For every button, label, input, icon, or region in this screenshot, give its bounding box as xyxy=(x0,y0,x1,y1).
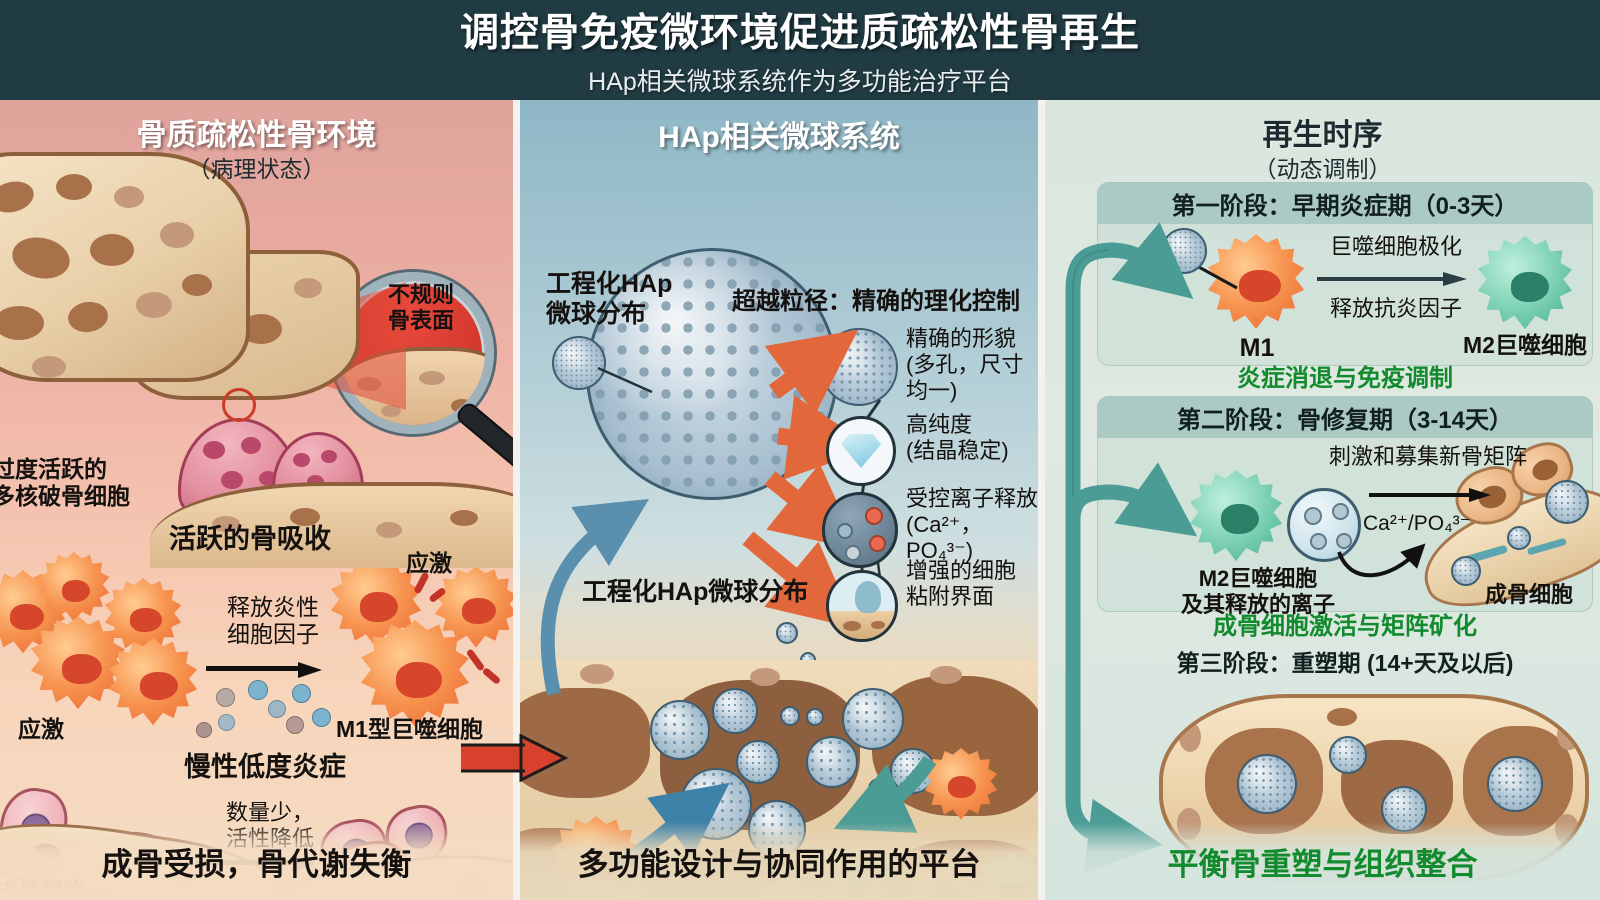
cytokine-label-line2: 细胞因子 xyxy=(227,621,319,648)
feature-ion-line2: (Ca²⁺，PO₄³⁻) xyxy=(906,511,983,563)
center-panel-title: HAp相关微球系统 xyxy=(658,121,900,154)
left-panel-footer: 成骨受损，骨代谢失衡 xyxy=(0,822,513,900)
page-title: 调控骨免疫微环境促进质疏松性骨再生 xyxy=(459,12,1140,55)
diamond-icon xyxy=(826,416,896,486)
cytokine-particle xyxy=(268,700,286,718)
matrix-recruitment-label: 刺激和募集新骨矩阵 xyxy=(1328,444,1527,469)
scaffold-microsphere xyxy=(712,688,758,734)
distribution-label-line1: 工程化HAp xyxy=(546,270,673,298)
ion-formula-label: Ca²⁺/PO₄³⁻ xyxy=(1363,512,1471,535)
scaffold-microsphere xyxy=(806,708,824,726)
feature-label-morphology: 精确的形貌 (多孔，尺寸均一) xyxy=(906,326,1038,404)
left-panel-subtitle: （病理状态） xyxy=(187,156,326,182)
left-panel-title: 骨质疏松性骨环境 xyxy=(136,119,377,152)
m2-label-stage1: M2巨噬细胞 xyxy=(1463,332,1587,358)
feature-adhesion-line2: 粘附界面 xyxy=(906,583,995,609)
cytokine-arrow xyxy=(206,662,326,678)
ion-release-icon xyxy=(822,492,898,568)
stage2-microsphere xyxy=(1545,480,1589,524)
stage-3-header: 第三阶段：重塑期 (14+天及以后) xyxy=(1176,650,1514,676)
right-panel-subtitle: （动态调制） xyxy=(1253,156,1392,182)
anti-inflammatory-label: 释放抗炎因子 xyxy=(1329,296,1462,321)
stage2-microsphere xyxy=(1507,526,1531,550)
m2-ion-label-line2: 及其释放的离子 xyxy=(1180,591,1335,617)
polarization-label: 巨噬细胞极化 xyxy=(1329,234,1462,259)
m1-label-stage1: M1 xyxy=(1239,334,1275,362)
scaffold-microsphere xyxy=(806,736,858,788)
cytokine-release-label: 释放炎性 细胞因子 xyxy=(198,594,348,648)
panel-divider-2 xyxy=(1038,100,1045,900)
feature-label-ion-release: 受控离子释放 (Ca²⁺，PO₄³⁻) xyxy=(906,486,1038,564)
magnifier-label: 不规则 骨表面 xyxy=(358,282,484,334)
stage-1-outcome: 炎症消退与免疫调制 xyxy=(1237,365,1453,392)
scaffold-microsphere xyxy=(842,688,904,750)
center-panel-footer: 多功能设计与协同作用的平台 xyxy=(520,822,1038,900)
panel-hap-microsphere-system: 工程化HAp 微球分布 超越粒径：精确的理化控制 精确的形貌 (多孔，尺寸均一)… xyxy=(520,100,1038,900)
cytokine-particle xyxy=(218,714,235,731)
feature-morphology-line2: (多孔，尺寸均一) xyxy=(906,351,1024,403)
cytokine-particle xyxy=(216,688,235,707)
cytokine-particle xyxy=(248,680,268,700)
m1-macrophage-label: M1型巨噬细胞 xyxy=(336,716,483,742)
stage-1-header: 第一阶段：早期炎症期（0-3天） xyxy=(1097,182,1593,224)
resorption-label: 活跃的骨吸收 xyxy=(169,524,331,554)
stress-label-left: 应激 xyxy=(18,716,64,742)
stage2-microsphere xyxy=(1451,556,1481,586)
features-heading: 超越粒径：精确的理化控制 xyxy=(732,288,1020,315)
ion-vesicle-icon xyxy=(1287,488,1361,562)
porous-sphere-icon xyxy=(820,328,898,406)
hap-microsphere-small xyxy=(552,336,606,390)
stage-2-header: 第二阶段：骨修复期（3-14天） xyxy=(1097,396,1593,438)
stage-2-outcome: 成骨细胞激活与矩阵矿化 xyxy=(1213,613,1477,640)
osteoclast-label: 过度活跃的 多核破骨细胞 xyxy=(0,456,172,510)
cytokine-particle xyxy=(286,716,304,734)
osteoclast-label-line1: 过度活跃的 xyxy=(0,456,107,482)
right-panel-title: 再生时序 xyxy=(1262,119,1383,152)
panel-osteoporotic-environment: 不规则 骨表面 过度活跃的 多核破骨细胞 活跃的骨吸收 xyxy=(0,100,513,900)
distribution-label: 工程化HAp 微球分布 xyxy=(546,270,672,329)
trabecular-bone-block xyxy=(0,152,250,382)
chronic-inflammation-label: 慢性低度炎症 xyxy=(184,752,346,782)
stress-label-right: 应激 xyxy=(406,550,452,576)
cytokine-particle xyxy=(312,708,331,727)
page-subtitle: HAp相关微球系统作为多功能治疗平台 xyxy=(588,68,1012,96)
matrix-arrow xyxy=(1369,488,1499,502)
header-banner: 调控骨免疫微环境促进质疏松性骨再生 HAp相关微球系统作为多功能治疗平台 xyxy=(0,0,1600,100)
falling-microsphere xyxy=(776,622,798,644)
magnifier-label-line1: 不规则 xyxy=(387,282,454,307)
distribution-label-line2: 微球分布 xyxy=(546,299,647,328)
feature-adhesion-line1: 增强的细胞 xyxy=(906,558,1017,583)
feature-purity-line1: 高纯度 xyxy=(906,412,973,437)
scaffold-microsphere xyxy=(780,706,800,726)
eroded-bone-surface xyxy=(150,482,513,568)
osteoclast-label-line2: 多核破骨细胞 xyxy=(0,483,130,510)
hap-microsphere-stage1 xyxy=(1161,228,1207,274)
feature-label-purity: 高纯度 (结晶稳定) xyxy=(906,412,1009,464)
magnifier-target-circle xyxy=(222,388,256,422)
scaffold-microsphere xyxy=(736,740,780,784)
scaffold-distribution-label: 工程化HAp微球分布 xyxy=(582,578,809,606)
osteoblast-label-stage2: 成骨细胞 xyxy=(1485,582,1574,607)
right-panel-footer: 平衡骨重塑与组织整合 xyxy=(1045,822,1600,900)
scaffold-microsphere xyxy=(868,778,890,800)
panel-divider-1 xyxy=(513,100,520,900)
feature-ion-line1: 受控离子释放 xyxy=(906,486,1038,511)
cytokine-particle xyxy=(196,722,212,738)
feature-label-adhesion: 增强的细胞 粘附界面 xyxy=(906,558,1016,610)
cytokine-particle xyxy=(292,684,311,703)
scaffold-microsphere xyxy=(650,700,710,760)
cytokine-label-line1: 释放炎性 xyxy=(227,594,319,620)
adhesion-interface-icon xyxy=(826,570,898,642)
m2-ion-label: M2巨噬细胞 及其释放的离子 xyxy=(1163,566,1353,618)
feature-morphology-line1: 精确的形貌 xyxy=(906,326,1017,351)
panel-regeneration-timeline: 再生时序 （动态调制） 第一阶段：早期炎症期（0-3天） M1 巨噬细胞极化 释… xyxy=(1045,100,1600,900)
polarization-arrow xyxy=(1317,272,1473,286)
feature-purity-line2: (结晶稳定) xyxy=(906,437,1009,463)
reduced-label-line1: 数量少， xyxy=(225,800,314,825)
magnifier-label-line2: 骨表面 xyxy=(387,307,454,333)
m2-ion-label-line1: M2巨噬细胞 xyxy=(1198,566,1318,591)
